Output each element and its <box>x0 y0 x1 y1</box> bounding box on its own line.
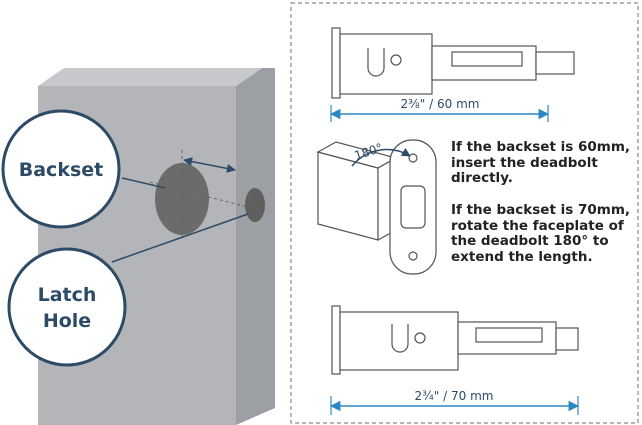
deadbolt-60mm <box>331 27 575 99</box>
door-edge <box>236 68 275 425</box>
dimension-label-70: 2¾" / 70 mm <box>415 389 494 403</box>
deadbolt-60-cam <box>367 48 385 77</box>
latch-hole-label-line2: Hole <box>43 310 91 332</box>
instruction-panel <box>290 2 639 424</box>
deadbolt-70-bolt <box>555 327 579 351</box>
latch-callout-line <box>111 213 249 263</box>
latch-faceplate-bolt <box>400 185 426 229</box>
faceplate-screw-top <box>408 153 418 163</box>
deadbolt-70-faceplate <box>331 305 341 375</box>
deadbolt-70-slot <box>475 327 543 343</box>
rotation-arrow <box>351 147 411 167</box>
dimension-label-60: 2⅜" / 60 mm <box>401 97 480 111</box>
deadbolt-70mm <box>331 305 579 375</box>
deadbolt-70-cam <box>391 324 409 353</box>
door-top <box>38 68 262 86</box>
deadbolt-70-hole <box>414 332 426 344</box>
latch-hole <box>245 188 265 222</box>
instruction-70mm: If the backset is 70mm, rotate the facep… <box>451 202 631 265</box>
latch-hole-label-line1: Latch <box>38 284 97 306</box>
faceplate-screw-bottom <box>408 251 418 261</box>
backset-arrow <box>183 157 236 173</box>
deadbolt-rotation-view <box>316 139 437 275</box>
deadbolt-60-bolt <box>535 51 575 75</box>
latch-hole-callout: Latch Hole <box>7 247 127 367</box>
backset-callout: Backset <box>1 109 121 229</box>
deadbolt-60-faceplate <box>331 27 341 99</box>
instruction-60mm: If the backset is 60mm, insert the deadb… <box>451 139 631 187</box>
deadbolt-60-housing <box>339 33 433 95</box>
backset-callout-line <box>121 177 166 189</box>
deadbolt-60-hole <box>390 54 402 66</box>
backset-label: Backset <box>19 159 103 181</box>
deadbolt-60-slot <box>451 51 523 67</box>
